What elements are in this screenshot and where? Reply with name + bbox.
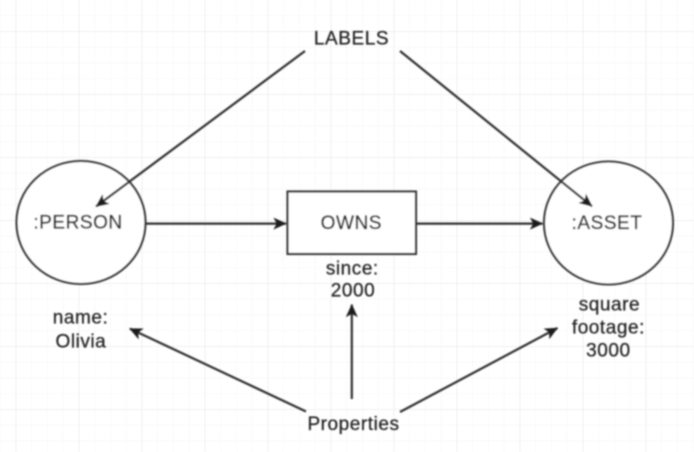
svg-text:2000: 2000 — [331, 281, 375, 302]
svg-text:LABELS: LABELS — [314, 28, 389, 49]
svg-text:since:: since: — [326, 259, 379, 280]
svg-text:OWNS: OWNS — [321, 213, 382, 234]
svg-text:square: square — [579, 294, 640, 315]
svg-text:3000: 3000 — [586, 341, 630, 362]
svg-text::PERSON: :PERSON — [33, 212, 122, 233]
svg-text:Olivia: Olivia — [55, 331, 106, 352]
svg-text:Properties: Properties — [307, 414, 399, 435]
svg-text:footage:: footage: — [572, 317, 645, 338]
svg-text:name:: name: — [53, 308, 109, 329]
svg-text::ASSET: :ASSET — [572, 213, 643, 234]
